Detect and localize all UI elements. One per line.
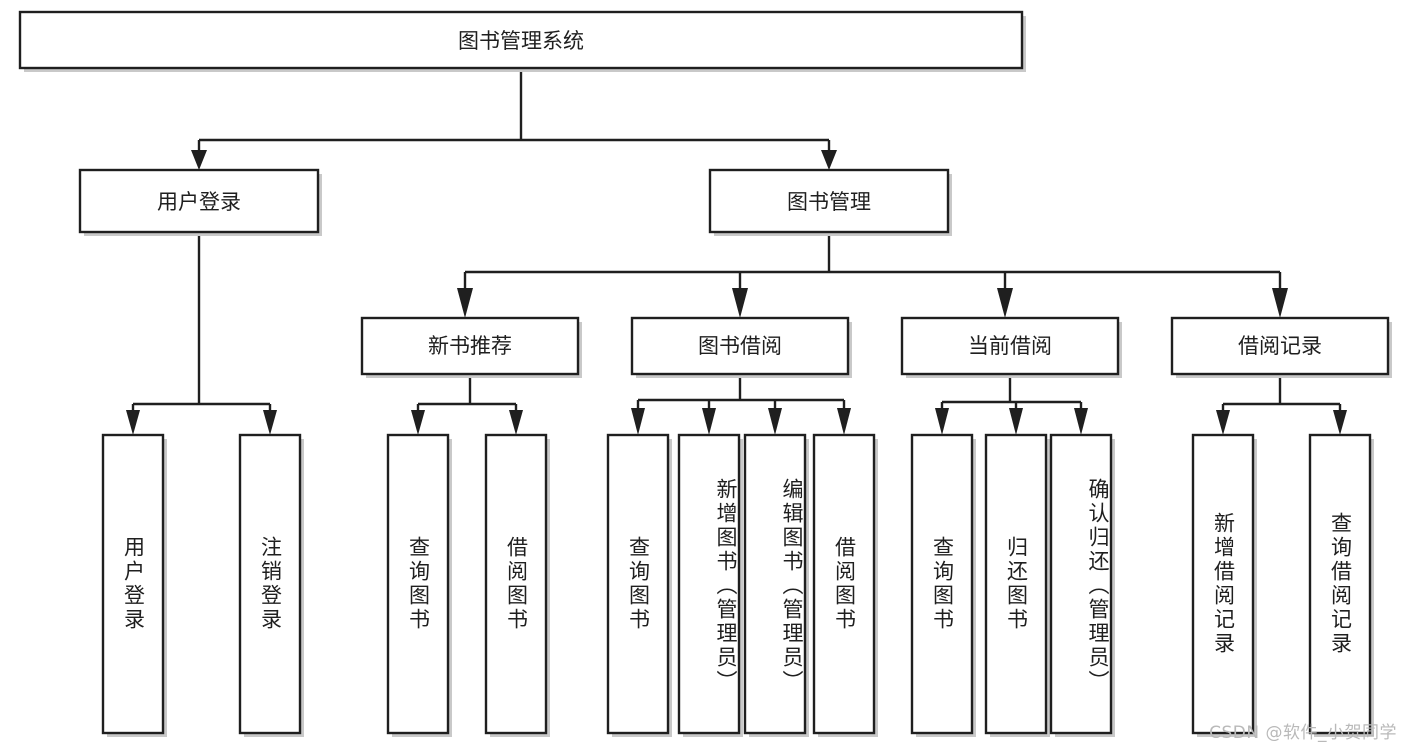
arrowhead-leaf-add-book-admin xyxy=(702,408,716,435)
arrowhead-borrow-records xyxy=(1272,288,1288,318)
node-leaf-add-book-admin-box[interactable] xyxy=(677,433,741,735)
arrowhead-leaf-edit-book-admin xyxy=(768,408,782,435)
node-book-borrow-box[interactable] xyxy=(630,316,850,376)
node-leaf-query-book-2-box[interactable] xyxy=(606,433,670,735)
node-leaf-query-book-3-box[interactable] xyxy=(910,433,974,735)
node-leaf-logout-box[interactable] xyxy=(238,433,302,735)
node-leaf-edit-book-admin-box[interactable] xyxy=(743,433,807,735)
node-root-label: 图书管理系统 xyxy=(458,29,584,53)
node-new-book-recommend[interactable]: 新书推荐 xyxy=(360,316,582,378)
arrowhead-leaf-add-record xyxy=(1216,410,1230,435)
node-current-borrow[interactable]: 当前借阅 xyxy=(900,316,1122,378)
arrowhead-current-borrow xyxy=(997,288,1013,318)
node-current-borrow-label: 当前借阅 xyxy=(968,334,1052,358)
node-leaf-logout[interactable] xyxy=(238,433,304,737)
node-leaf-add-record[interactable] xyxy=(1191,433,1257,737)
node-leaf-return-book[interactable] xyxy=(984,433,1050,737)
node-user-login[interactable]: 用户登录 xyxy=(78,168,322,236)
node-leaf-return-book-box[interactable] xyxy=(984,433,1048,735)
watermark-text: CSDN @软件_小贺同学 xyxy=(1209,723,1397,743)
node-root[interactable]: 图书管理系统 xyxy=(18,10,1026,72)
node-leaf-query-book-3[interactable] xyxy=(910,433,976,737)
node-book-manage-label: 图书管理 xyxy=(787,190,871,214)
arrowhead-leaf-user-login xyxy=(126,410,140,435)
node-borrow-records-box[interactable] xyxy=(1170,316,1390,376)
node-leaf-add-record-box[interactable] xyxy=(1191,433,1255,735)
node-leaf-borrow-book-2[interactable] xyxy=(812,433,878,737)
connector-group-new-book-leaves xyxy=(411,374,523,435)
arrowhead-book-borrow xyxy=(732,288,748,318)
node-new-book-recommend-label: 新书推荐 xyxy=(428,334,512,358)
node-leaf-borrow-book-1-box[interactable] xyxy=(484,433,548,735)
node-leaf-confirm-return-admin[interactable] xyxy=(1049,433,1115,737)
node-leaf-add-book-admin[interactable] xyxy=(677,433,743,737)
arrowhead-book-manage xyxy=(821,150,837,170)
arrowhead-leaf-borrow-book-2 xyxy=(837,408,851,435)
arrowhead-leaf-query-book-3 xyxy=(935,408,949,435)
connector-group-book-manage xyxy=(457,232,1288,318)
arrowhead-leaf-confirm-return-admin xyxy=(1074,408,1088,435)
connector-group-book-borrow-leaves xyxy=(631,374,851,435)
node-borrow-records-label: 借阅记录 xyxy=(1238,334,1322,358)
node-book-borrow[interactable]: 图书借阅 xyxy=(630,316,852,378)
arrowhead-leaf-query-book-1 xyxy=(411,410,425,435)
node-book-manage[interactable]: 图书管理 xyxy=(708,168,952,236)
node-leaf-user-login[interactable] xyxy=(101,433,167,737)
arrowhead-leaf-borrow-book-1 xyxy=(509,410,523,435)
arrowhead-leaf-query-book-2 xyxy=(631,408,645,435)
leaf-boxes xyxy=(101,433,1374,737)
node-book-manage-box[interactable] xyxy=(708,168,950,234)
node-leaf-borrow-book-2-box[interactable] xyxy=(812,433,876,735)
arrowhead-new-book-recommend xyxy=(457,288,473,318)
node-new-book-recommend-box[interactable] xyxy=(360,316,580,376)
node-leaf-user-login-box[interactable] xyxy=(101,433,165,735)
arrowhead-leaf-query-record xyxy=(1333,410,1347,435)
arrowhead-leaf-logout xyxy=(263,410,277,435)
node-book-borrow-label: 图书借阅 xyxy=(698,334,782,358)
connector-group-root xyxy=(191,68,837,170)
connector-group-user-login-leaves xyxy=(126,232,277,435)
node-leaf-query-book-1-box[interactable] xyxy=(386,433,450,735)
arrowhead-user-login xyxy=(191,150,207,170)
node-leaf-query-book-2[interactable] xyxy=(606,433,672,737)
node-leaf-query-record-box[interactable] xyxy=(1308,433,1372,735)
node-user-login-box[interactable] xyxy=(78,168,320,234)
node-leaf-edit-book-admin[interactable] xyxy=(743,433,809,737)
arrowhead-leaf-return-book xyxy=(1009,408,1023,435)
node-leaf-borrow-book-1[interactable] xyxy=(484,433,550,737)
node-user-login-label: 用户登录 xyxy=(157,190,241,214)
node-leaf-query-book-1[interactable] xyxy=(386,433,452,737)
node-leaf-confirm-return-admin-box[interactable] xyxy=(1049,433,1113,735)
node-current-borrow-box[interactable] xyxy=(900,316,1120,376)
node-borrow-records[interactable]: 借阅记录 xyxy=(1170,316,1392,378)
connector-group-current-borrow-leaves xyxy=(935,374,1088,435)
node-root-box[interactable] xyxy=(18,10,1024,70)
node-leaf-query-record[interactable] xyxy=(1308,433,1374,737)
connector-group-borrow-records-leaves xyxy=(1216,374,1347,435)
